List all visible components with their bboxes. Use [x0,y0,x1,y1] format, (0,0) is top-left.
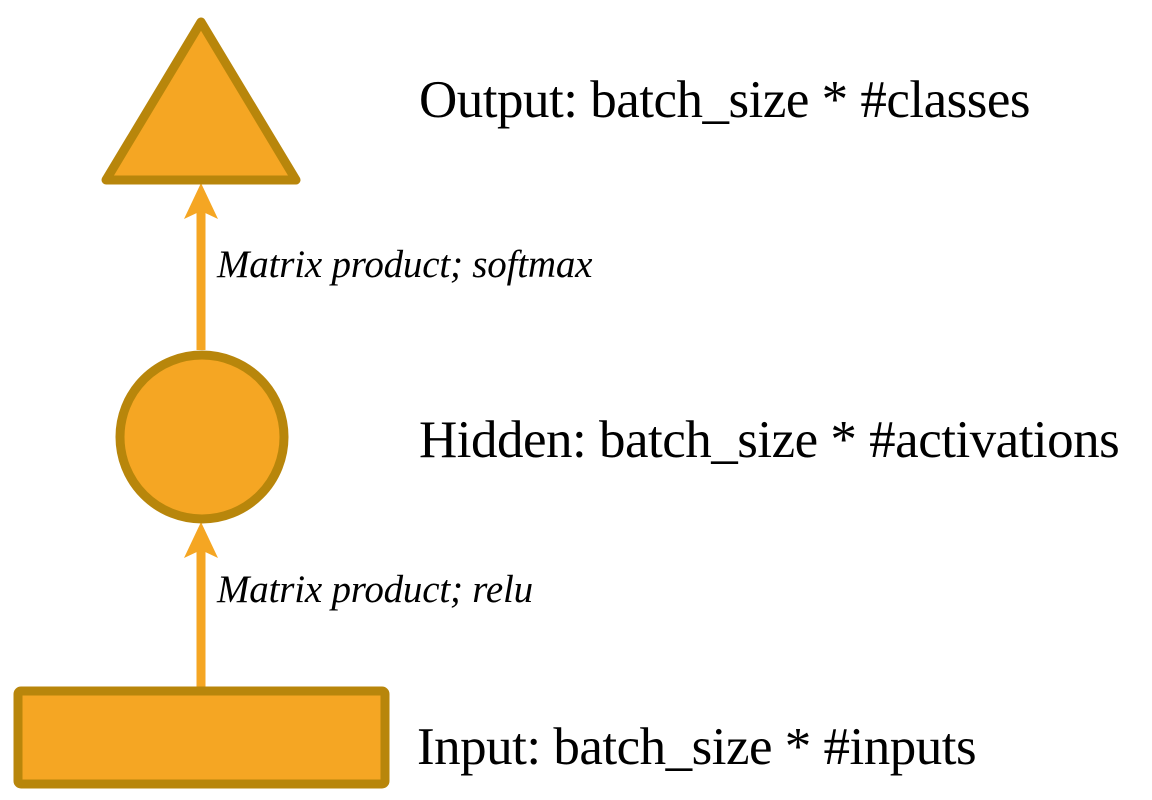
input-layer-label: Input: batch_size * #inputs [417,718,977,776]
arrow-hidden-to-output [184,183,218,350]
arrow-head [184,183,218,219]
arrow-head [184,522,218,558]
arrow-input-to-hidden [184,522,218,690]
hidden-layer-label: Hidden: batch_size * #activations [419,411,1120,469]
edge-label-input-to-hidden: Matrix product; relu [217,568,533,611]
input-layer-rectangle[interactable] [13,686,390,789]
output-layer-triangle[interactable] [101,17,301,185]
edge-label-hidden-to-output: Matrix product; softmax [217,243,593,286]
output-layer-label: Output: batch_size * #classes [419,71,1031,129]
hidden-layer-circle[interactable] [115,350,289,524]
